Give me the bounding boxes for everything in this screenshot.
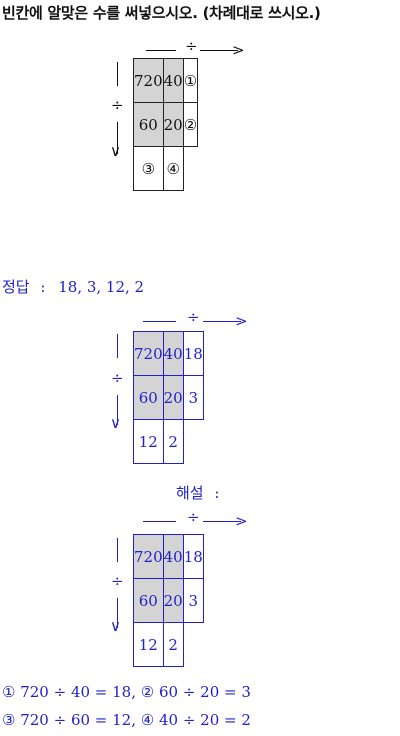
cell: 18 <box>182 534 204 579</box>
down-arrow-icon: ∨ <box>110 414 121 432</box>
table-row: 720 40 ① <box>133 58 199 103</box>
down-arrow-icon: ∨ <box>110 142 121 160</box>
left-arrow-line-top <box>117 334 118 358</box>
empty-cell <box>183 623 203 667</box>
top-arrow-line-right <box>203 521 241 522</box>
left-divide-symbol: ÷ <box>111 369 124 387</box>
table-row: 60 20 3 <box>133 375 204 420</box>
right-arrow-icon: > <box>232 41 245 59</box>
cell: 720 <box>133 331 164 376</box>
table-row: 12 2 <box>133 419 204 464</box>
answer-label: 정답 <box>2 278 30 296</box>
cell: 60 <box>133 578 164 623</box>
explanation-colon: : <box>214 484 220 502</box>
top-divide-symbol: ÷ <box>187 508 200 526</box>
cell: 2 <box>162 622 184 667</box>
table-row: 12 2 <box>133 622 204 667</box>
cell: ④ <box>162 146 184 191</box>
top-divide-symbol: ÷ <box>187 308 200 326</box>
answer-colon: : <box>40 278 46 296</box>
left-divide-symbol: ÷ <box>111 572 124 590</box>
top-arrow-line-right <box>200 50 238 51</box>
cell: 3 <box>182 578 204 623</box>
cell: ③ <box>133 146 164 191</box>
cell: 2 <box>162 419 184 464</box>
cell: ② <box>182 102 199 147</box>
cell: 60 <box>133 102 164 147</box>
table-row: 60 20 ② <box>133 102 199 147</box>
cell: 720 <box>133 534 164 579</box>
explanation-grid: 720 40 18 60 20 3 12 2 <box>133 534 204 667</box>
top-arrow-line-right <box>203 321 241 322</box>
empty-cell <box>183 147 197 191</box>
answer-values: 18, 3, 12, 2 <box>58 278 145 296</box>
explanation-label: 해설 <box>176 484 204 502</box>
cell: 20 <box>162 578 184 623</box>
question-grid: 720 40 ① 60 20 ② ③ ④ <box>133 58 199 191</box>
cell: 20 <box>162 102 184 147</box>
down-arrow-icon: ∨ <box>110 617 121 635</box>
table-row: ③ ④ <box>133 146 198 191</box>
question-text: 빈칸에 알맞은 수를 써넣으시오. (차례대로 쓰시오.) <box>2 4 321 22</box>
cell: 40 <box>162 534 184 579</box>
left-divide-symbol: ÷ <box>111 96 124 114</box>
cell: 12 <box>133 419 164 464</box>
explanation-heading: 해설 : <box>176 482 219 503</box>
cell: 720 <box>133 58 164 103</box>
answer-grid: 720 40 18 60 20 3 12 2 <box>133 331 204 464</box>
left-arrow-line-bottom <box>117 122 118 154</box>
left-arrow-line-top <box>117 538 118 562</box>
right-arrow-icon: > <box>235 312 248 330</box>
table-row: 720 40 18 <box>133 534 204 579</box>
table-row: 720 40 18 <box>133 331 204 376</box>
left-arrow-line-top <box>117 62 118 86</box>
cell: 60 <box>133 375 164 420</box>
cell: 40 <box>162 58 184 103</box>
solution-line-2: ③ 720 ÷ 60 = 12, ④ 40 ÷ 20 = 2 <box>2 711 251 729</box>
solution-line-1: ① 720 ÷ 40 = 18, ② 60 ÷ 20 = 3 <box>2 683 251 701</box>
cell: 40 <box>162 331 184 376</box>
top-arrow-line-left <box>146 50 176 51</box>
cell: 20 <box>162 375 184 420</box>
top-arrow-line-left <box>143 321 176 322</box>
cell: 18 <box>182 331 204 376</box>
empty-cell <box>183 420 203 464</box>
answer-line: 정답 : 18, 3, 12, 2 <box>2 276 144 297</box>
top-arrow-line-left <box>143 521 176 522</box>
table-row: 60 20 3 <box>133 578 204 623</box>
left-arrow-line-bottom <box>117 598 118 628</box>
right-arrow-icon: > <box>235 512 248 530</box>
cell: ① <box>182 58 199 103</box>
cell: 12 <box>133 622 164 667</box>
top-divide-symbol: ÷ <box>185 37 198 55</box>
cell: 3 <box>182 375 204 420</box>
left-arrow-line-bottom <box>117 395 118 425</box>
